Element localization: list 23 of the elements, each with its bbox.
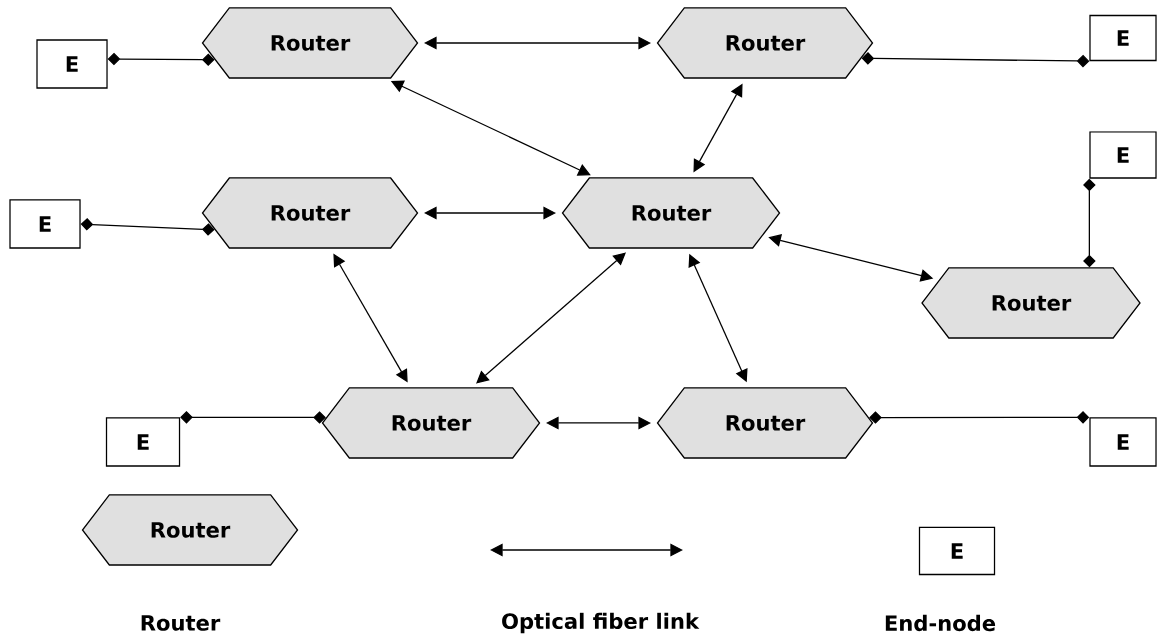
link-arrow (180, 411, 326, 424)
router-hexagon: Router (656, 7, 874, 79)
router-hexagon: Router (321, 387, 541, 459)
legend-label: End-node (885, 614, 996, 632)
end-node-box: E (918, 526, 996, 576)
router-hexagon: Router (201, 177, 419, 249)
end-node-box: E (1089, 14, 1157, 62)
legend-label: Router (141, 615, 221, 631)
legend-label: Optical fiber link (502, 612, 700, 634)
link-arrow (869, 411, 1090, 424)
router-hexagon: Router (201, 7, 419, 79)
end-node-box: E (9, 199, 81, 249)
end-node-box: E (1089, 131, 1157, 179)
end-node-box: E (1089, 417, 1157, 467)
link-arrow (861, 52, 1090, 68)
router-hexagon: Router (656, 387, 874, 459)
router-hexagon: Router (81, 494, 299, 566)
router-hexagon: Router (921, 267, 1141, 339)
link-arrow (476, 252, 626, 384)
link-arrow (1083, 178, 1096, 268)
end-node-box: E (105, 417, 181, 467)
router-hexagon: Router (561, 177, 781, 249)
end-node-box: E (36, 39, 108, 89)
